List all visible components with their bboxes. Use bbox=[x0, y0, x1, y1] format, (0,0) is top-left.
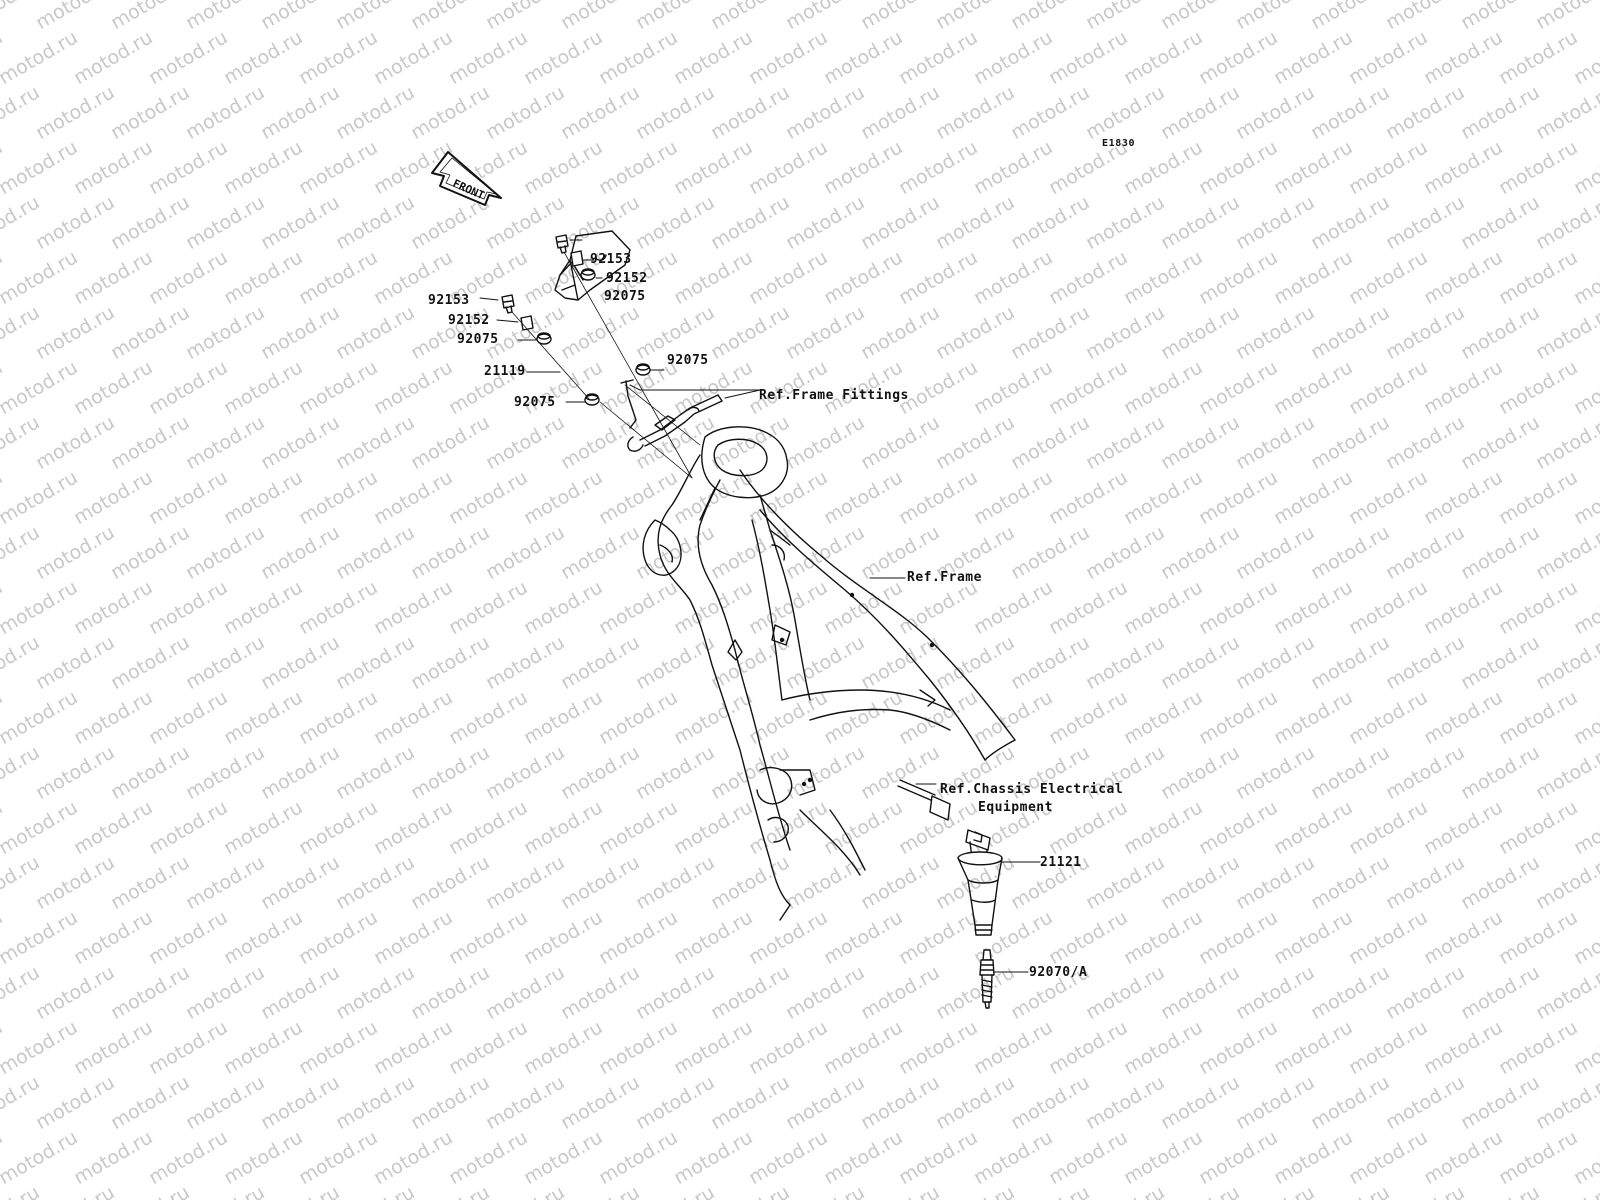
damper-92075-top-icon bbox=[580, 268, 596, 281]
spark-plug-92070-icon bbox=[979, 949, 995, 1009]
callout-92070-a[interactable]: 92070/A bbox=[1029, 965, 1088, 980]
callout-92075-right[interactable]: 92075 bbox=[667, 353, 709, 368]
damper-92075-bottom-icon bbox=[584, 393, 600, 406]
bolt-92153-top-icon bbox=[555, 234, 569, 254]
callout-92152-top[interactable]: 92152 bbox=[606, 271, 648, 286]
damper-92075-right-icon bbox=[635, 363, 651, 376]
callout-92153-top[interactable]: 92153 bbox=[590, 252, 632, 267]
callout-92075-left[interactable]: 92075 bbox=[457, 332, 499, 347]
ignition-coil-21121-icon bbox=[897, 779, 1003, 936]
callout-21119[interactable]: 21119 bbox=[484, 364, 526, 379]
leader-lines bbox=[479, 239, 1041, 973]
callout-ref-chassis-electrical[interactable]: Ref.Chassis Electrical bbox=[940, 782, 1124, 797]
callout-21121[interactable]: 21121 bbox=[1040, 855, 1082, 870]
callout-ref-frame-fittings[interactable]: Ref.Frame Fittings bbox=[759, 388, 909, 403]
frame-fittings-drawing bbox=[620, 379, 723, 452]
callout-92152-left[interactable]: 92152 bbox=[448, 313, 490, 328]
diagram-code: E1830 bbox=[1102, 138, 1136, 149]
collar-92152-left-icon bbox=[520, 315, 534, 331]
assembly-lines bbox=[511, 251, 701, 479]
frame-drawing bbox=[642, 426, 1016, 921]
front-arrow-icon bbox=[431, 151, 502, 206]
callout-ref-frame[interactable]: Ref.Frame bbox=[907, 570, 982, 585]
callout-92153-left[interactable]: 92153 bbox=[428, 293, 470, 308]
damper-92075-left-icon bbox=[536, 332, 552, 345]
callout-92075-bottom[interactable]: 92075 bbox=[514, 395, 556, 410]
callout-ref-chassis-electrical-line2[interactable]: Equipment bbox=[978, 800, 1053, 815]
bolt-92153-left-icon bbox=[501, 294, 515, 314]
collar-92152-top-icon bbox=[570, 250, 584, 267]
callout-92075-top-right[interactable]: 92075 bbox=[604, 289, 646, 304]
